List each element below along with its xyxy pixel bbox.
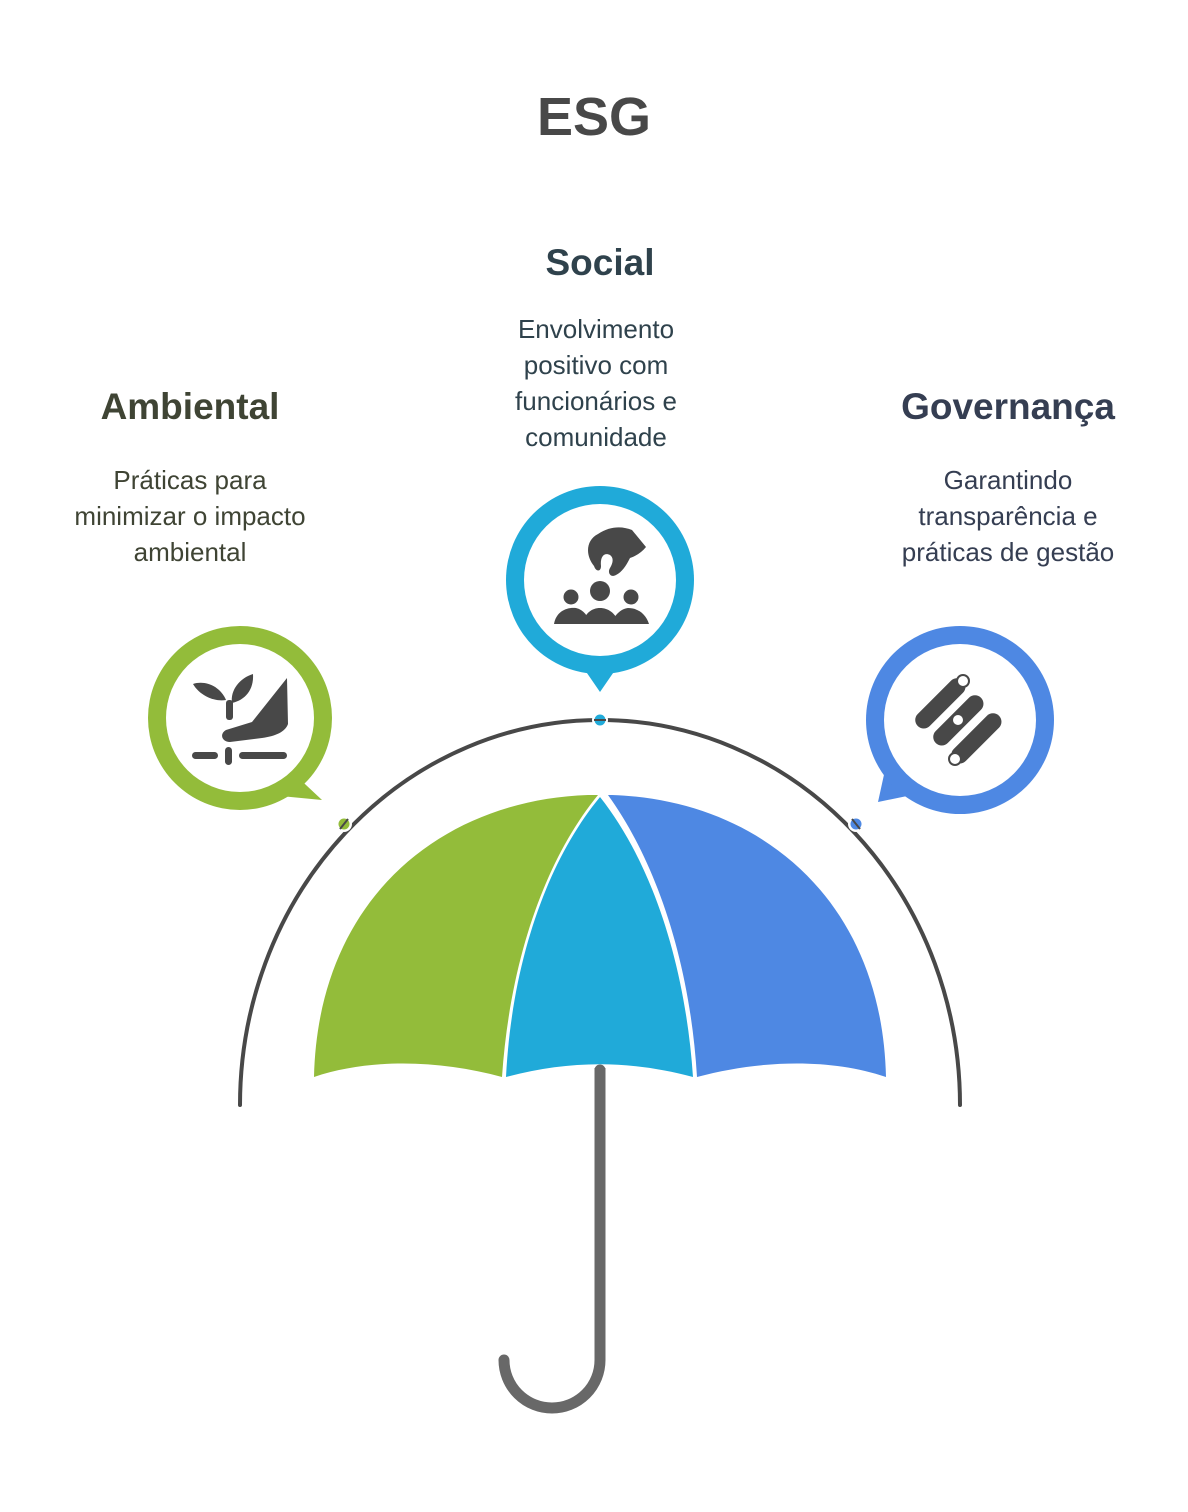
governanca-description-line: Garantindo — [943, 465, 1073, 495]
governanca-description-line: práticas de gestão — [901, 537, 1115, 567]
governanca-description-line: transparência e — [918, 501, 1098, 531]
canopy-panel-ambiental — [314, 795, 598, 1077]
diagram-title: ESG — [536, 87, 652, 147]
governanca-description: Garantindo transparência e práticas de g… — [858, 462, 1158, 570]
canopy-panel-social — [506, 797, 693, 1077]
canopy-panel-governanca — [608, 795, 886, 1077]
arc-marker-governanca — [848, 816, 864, 832]
arc-marker-social — [592, 712, 608, 728]
social-description-line: comunidade — [525, 422, 667, 452]
ambiental-description: Práticas para minimizar o impacto ambien… — [30, 462, 350, 570]
hand-over-people-icon — [554, 527, 649, 624]
governanca-heading: Governança — [901, 386, 1115, 427]
umbrella-handle — [498, 1064, 606, 1414]
governanca-bubble — [866, 626, 1054, 814]
ambiental-description-line: minimizar o impacto — [74, 501, 306, 531]
umbrella-canopy — [314, 795, 886, 1077]
ambiental-bubble — [148, 626, 332, 810]
social-description-line: funcionários e — [515, 386, 677, 416]
social-description-line: positivo com — [523, 350, 669, 380]
social-description-line: Envolvimento — [517, 314, 675, 344]
plant-in-hand-icon — [192, 674, 288, 765]
social-heading: Social — [545, 242, 655, 283]
social-bubble — [506, 486, 694, 692]
ambiental-description-line: Práticas para — [113, 465, 267, 495]
ambiental-description-line: ambiental — [133, 537, 247, 567]
sliders-icon — [915, 674, 1002, 766]
arc-marker-ambiental — [336, 816, 352, 832]
ambiental-heading: Ambiental — [100, 386, 280, 427]
social-description: Envolvimento positivo com funcionários e… — [446, 311, 746, 455]
